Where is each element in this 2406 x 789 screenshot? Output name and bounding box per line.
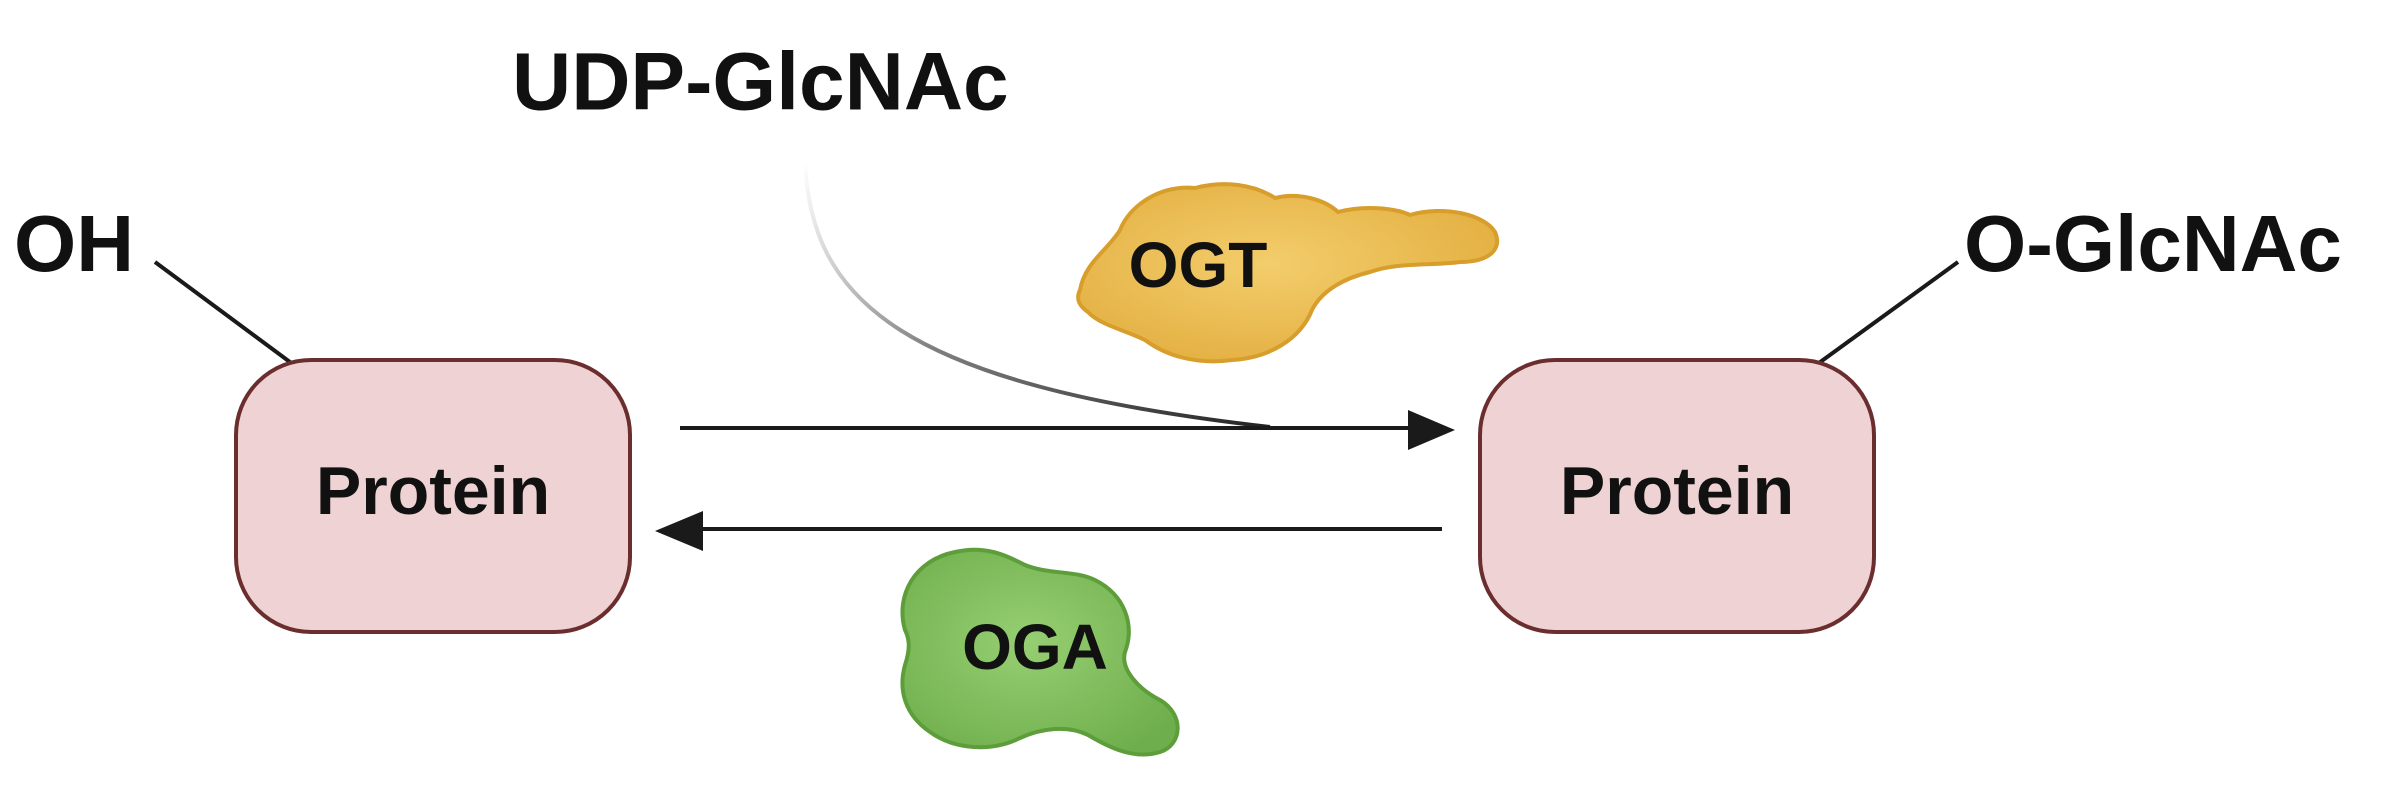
o-glcnac-label: O-GlcNAc	[1964, 199, 2342, 288]
forward-arrow	[680, 410, 1455, 450]
ogt-enzyme-icon	[1076, 182, 1500, 364]
donor-label: UDP-GlcNAc	[512, 37, 1009, 128]
oga-enzyme-icon	[900, 547, 1180, 757]
oga-enzyme: OGA	[900, 547, 1180, 757]
left-protein-label: Protein	[316, 453, 550, 529]
oga-label: OGA	[962, 611, 1108, 683]
right-protein-label: Protein	[1560, 453, 1794, 529]
oh-bond-line	[153, 260, 300, 370]
ogt-enzyme: OGT	[1076, 182, 1500, 364]
oh-label: OH	[14, 199, 134, 288]
left-protein-box: Protein	[234, 358, 632, 634]
glcnac-bond-line	[1810, 260, 1960, 370]
ogt-label: OGT	[1129, 229, 1268, 301]
right-protein-box: Protein	[1478, 358, 1876, 634]
reverse-arrow	[655, 511, 1442, 551]
donor-curve	[803, 159, 1271, 429]
